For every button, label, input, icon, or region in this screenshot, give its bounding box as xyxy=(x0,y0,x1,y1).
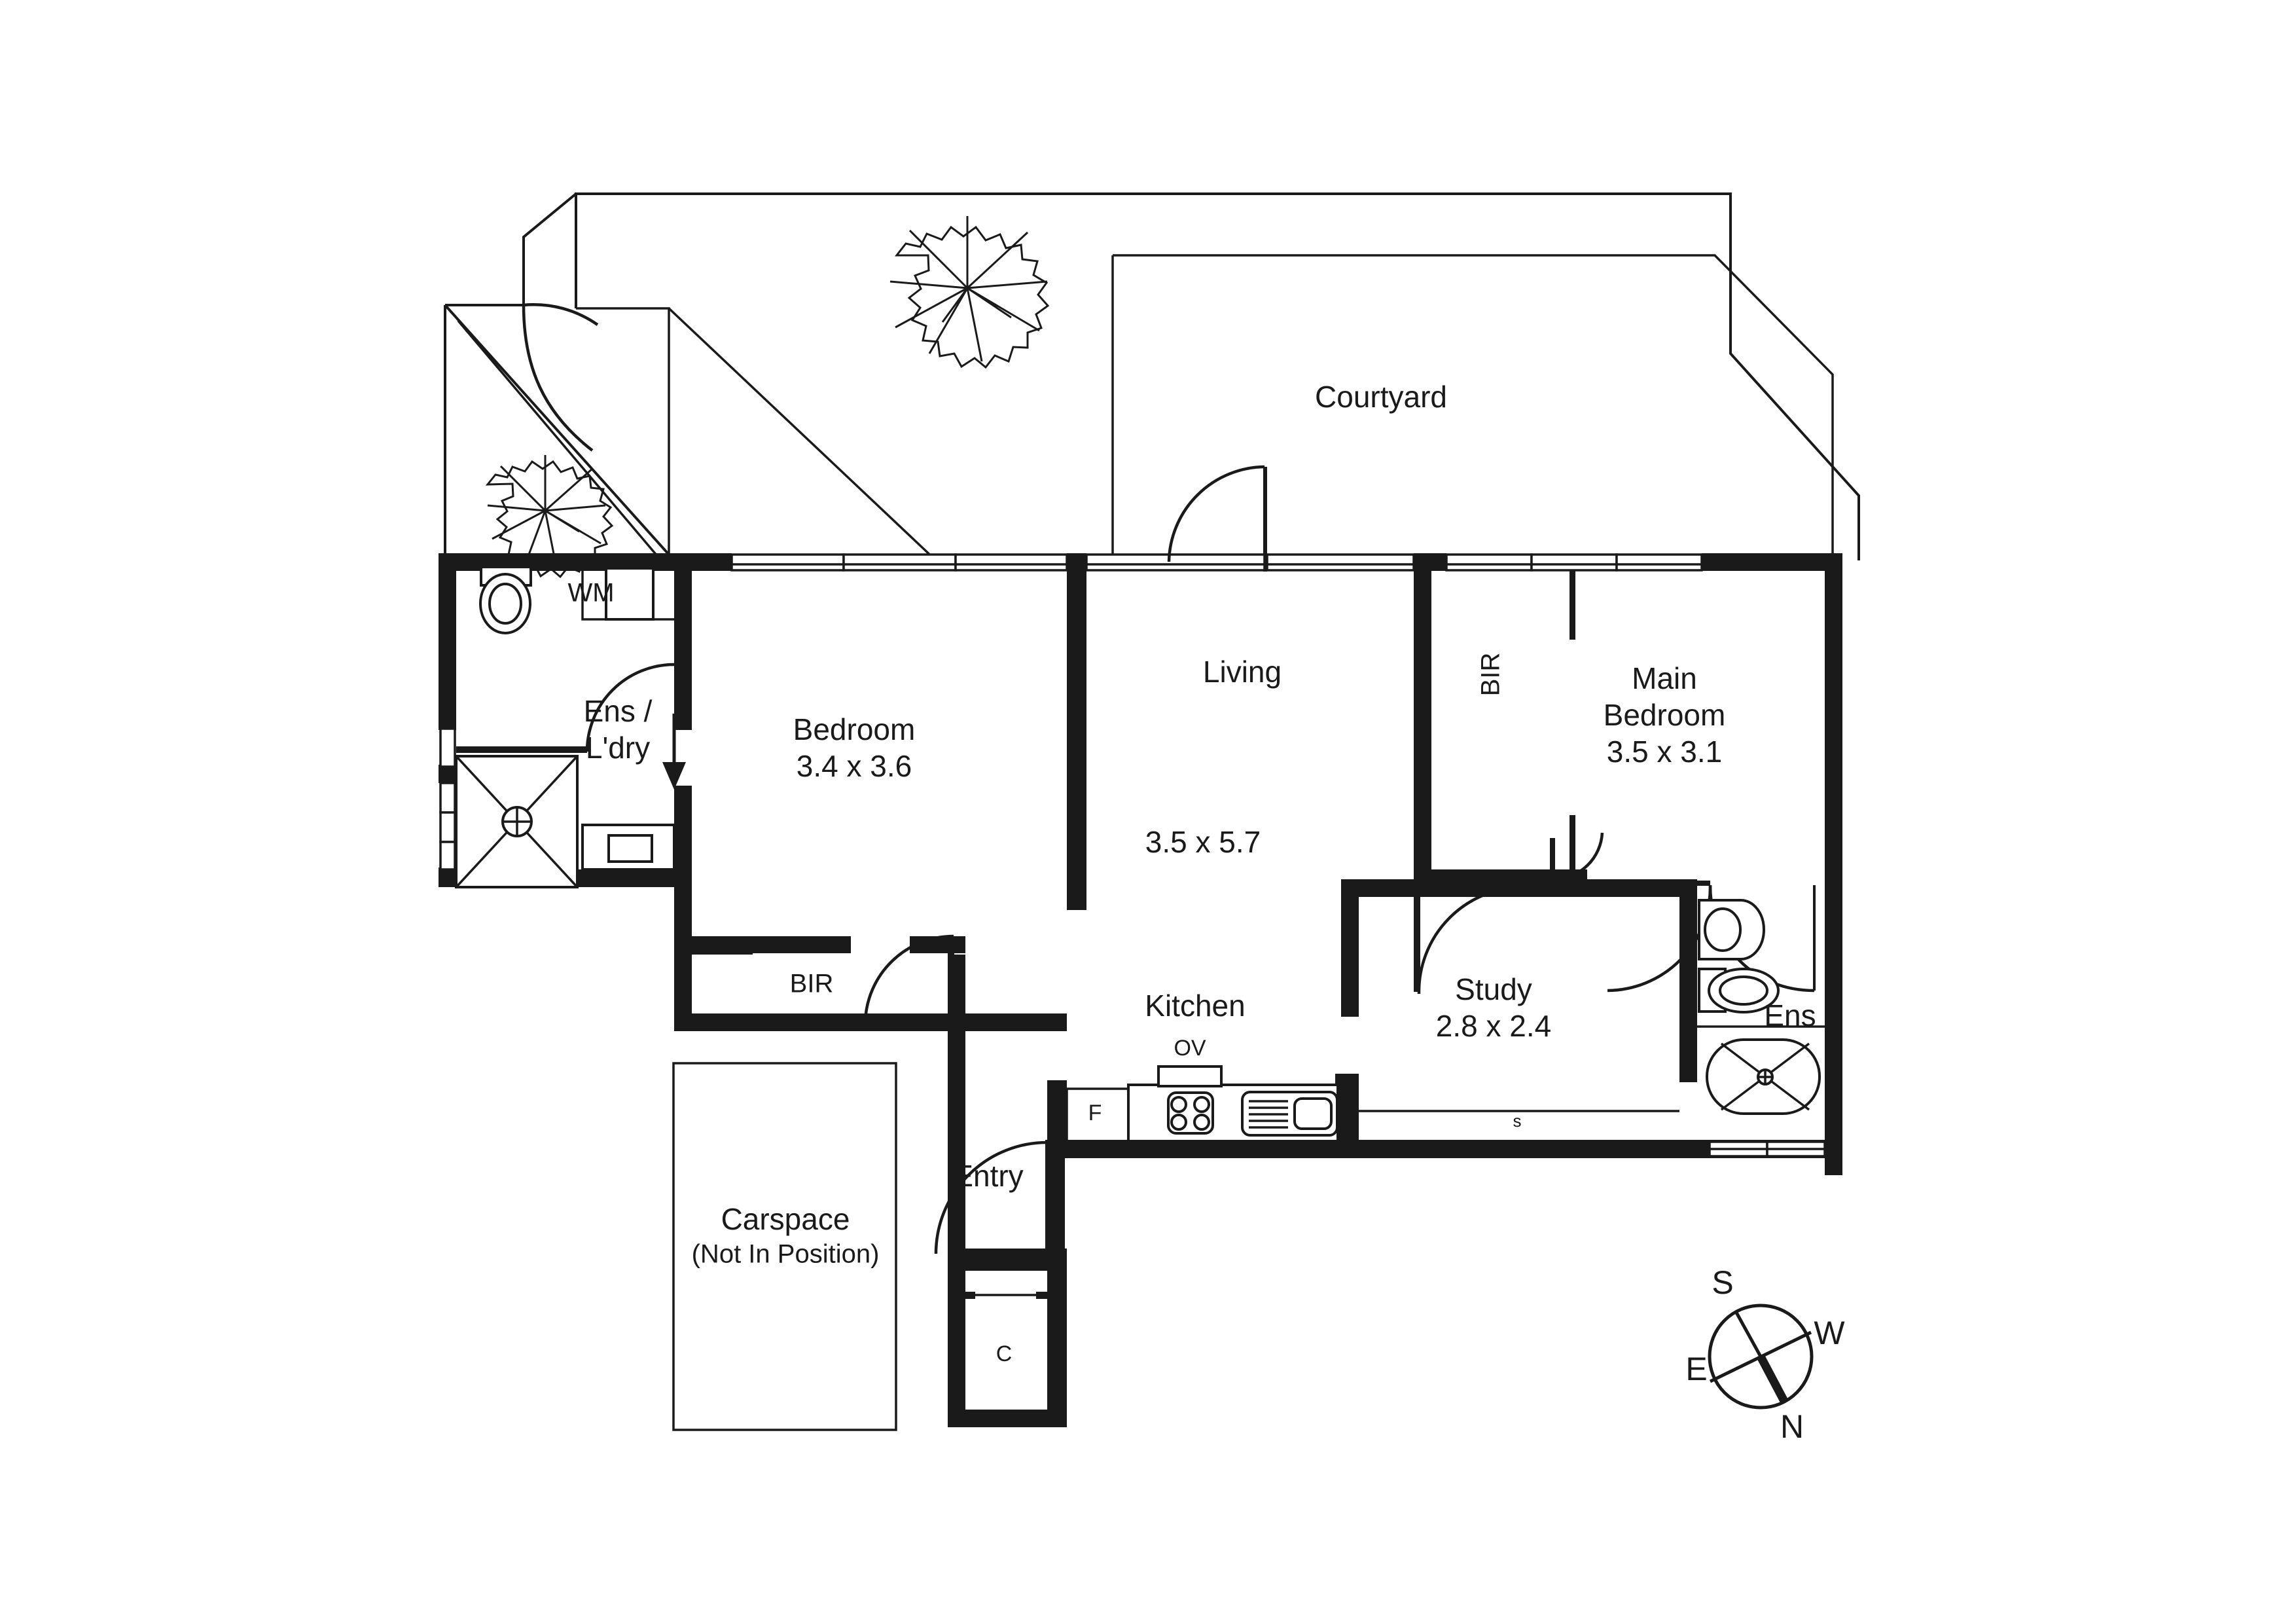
label-main-bedroom-line1: Main xyxy=(1632,661,1697,695)
structural-walls xyxy=(439,467,1842,1427)
label-study: Study xyxy=(1455,972,1532,1006)
label-entry: Entry xyxy=(953,1159,1023,1193)
label-courtyard: Courtyard xyxy=(1315,380,1447,414)
kitchen-fixtures xyxy=(1066,1065,1339,1142)
label-washing-machine: WM xyxy=(567,579,614,608)
ldry-direction-arrow xyxy=(662,714,686,790)
label-main-bedroom-dimensions: 3.5 x 3.1 xyxy=(1607,735,1722,769)
label-main-bedroom-line2: Bedroom xyxy=(1604,698,1726,732)
label-bedroom: Bedroom xyxy=(793,712,916,746)
label-oven: OV xyxy=(1174,1036,1206,1061)
label-bedroom-dimensions: 3.4 x 3.6 xyxy=(797,749,912,783)
compass-label-west: W xyxy=(1814,1315,1845,1351)
label-ens-laundry-line2: L'dry xyxy=(586,731,650,765)
compass-label-south: S xyxy=(1712,1264,1733,1301)
label-sink-s: s xyxy=(1513,1111,1522,1131)
label-kitchen: Kitchen xyxy=(1145,989,1245,1023)
label-living: Living xyxy=(1203,655,1282,689)
label-ens-laundry-line1: Ens / xyxy=(584,694,653,728)
compass-rose: S W E N xyxy=(1685,1264,1845,1445)
cupboard-divider xyxy=(948,1292,1067,1299)
label-study-dimensions: 2.8 x 2.4 xyxy=(1436,1009,1551,1043)
room-labels: Courtyard Living 3.5 x 5.7 Main Bedroom … xyxy=(567,380,1816,1366)
label-cupboard-c: C xyxy=(996,1341,1013,1366)
windows xyxy=(439,553,1826,1158)
tree-large-icon xyxy=(889,216,1050,369)
courtyard-outline xyxy=(444,192,1860,562)
ens-right-fixtures xyxy=(1697,899,1825,1115)
label-carspace-line1: Carspace xyxy=(721,1202,850,1236)
ens-laundry-fixtures xyxy=(455,566,675,888)
label-living-dimensions: 3.5 x 5.7 xyxy=(1145,825,1261,859)
tree-small-icon xyxy=(485,455,614,579)
label-bir-bedroom: BIR xyxy=(790,970,834,998)
label-carspace-line2: (Not In Position) xyxy=(692,1240,880,1269)
compass-label-east: E xyxy=(1685,1351,1707,1387)
label-ens: Ens xyxy=(1764,998,1816,1032)
label-bir-main-bedroom: BIR xyxy=(1477,653,1505,697)
carspace-outline xyxy=(672,1062,897,1431)
label-fridge: F xyxy=(1088,1101,1102,1125)
compass-label-north: N xyxy=(1780,1408,1804,1445)
